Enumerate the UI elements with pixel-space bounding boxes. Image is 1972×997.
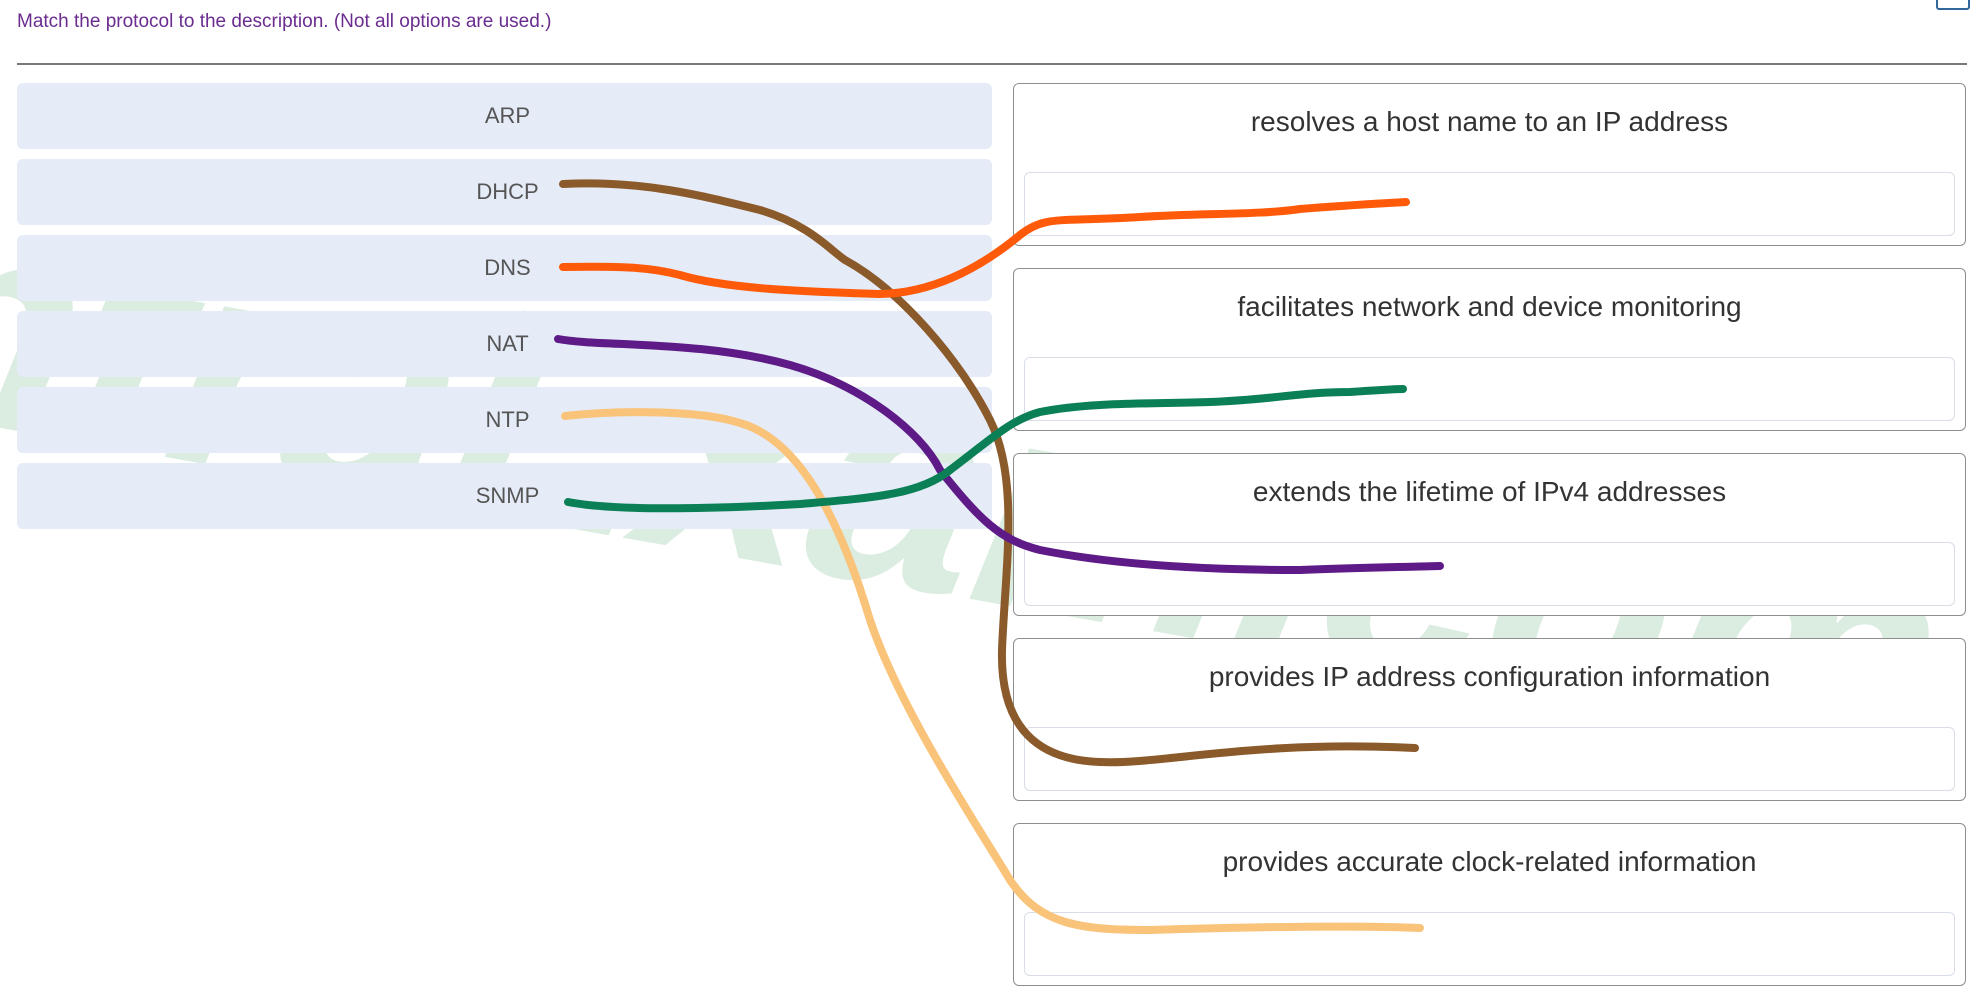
target-description: provides accurate clock-related informat… <box>1222 846 1757 877</box>
target-description: resolves a host name to an IP address <box>1250 106 1729 137</box>
drop-slot[interactable] <box>1024 172 1955 236</box>
divider <box>17 63 1967 65</box>
target-network-monitoring: facilitates network and device monitorin… <box>1013 268 1966 431</box>
target-description: facilitates network and device monitorin… <box>1237 291 1742 322</box>
target-description: extends the lifetime of IPv4 addresses <box>1252 476 1727 507</box>
drop-slot[interactable] <box>1024 912 1955 976</box>
target-clock-information: provides accurate clock-related informat… <box>1013 823 1966 986</box>
option-label: SNMP <box>475 483 540 508</box>
drop-slot[interactable] <box>1024 727 1955 791</box>
option-label: DHCP <box>476 179 539 204</box>
instruction-text: Match the protocol to the description. (… <box>17 11 552 32</box>
target-description: provides IP address configuration inform… <box>1208 661 1771 692</box>
option-snmp[interactable]: SNMP <box>17 463 992 529</box>
option-label: NTP <box>485 407 530 432</box>
option-nat[interactable]: NAT <box>17 311 992 377</box>
drop-slot[interactable] <box>1024 357 1955 421</box>
target-host-name-resolution: resolves a host name to an IP address <box>1013 83 1966 246</box>
option-dhcp[interactable]: DHCP <box>17 159 992 225</box>
option-arp[interactable]: ARP <box>17 83 992 149</box>
drop-slot[interactable] <box>1024 542 1955 606</box>
option-label: NAT <box>486 331 529 356</box>
option-label: DNS <box>484 255 531 280</box>
target-ip-configuration: provides IP address configuration inform… <box>1013 638 1966 801</box>
option-dns[interactable]: DNS <box>17 235 992 301</box>
option-label: ARP <box>484 103 531 128</box>
target-ipv4-lifetime: extends the lifetime of IPv4 addresses <box>1013 453 1966 616</box>
option-ntp[interactable]: NTP <box>17 387 992 453</box>
expand-icon[interactable] <box>1936 0 1970 10</box>
